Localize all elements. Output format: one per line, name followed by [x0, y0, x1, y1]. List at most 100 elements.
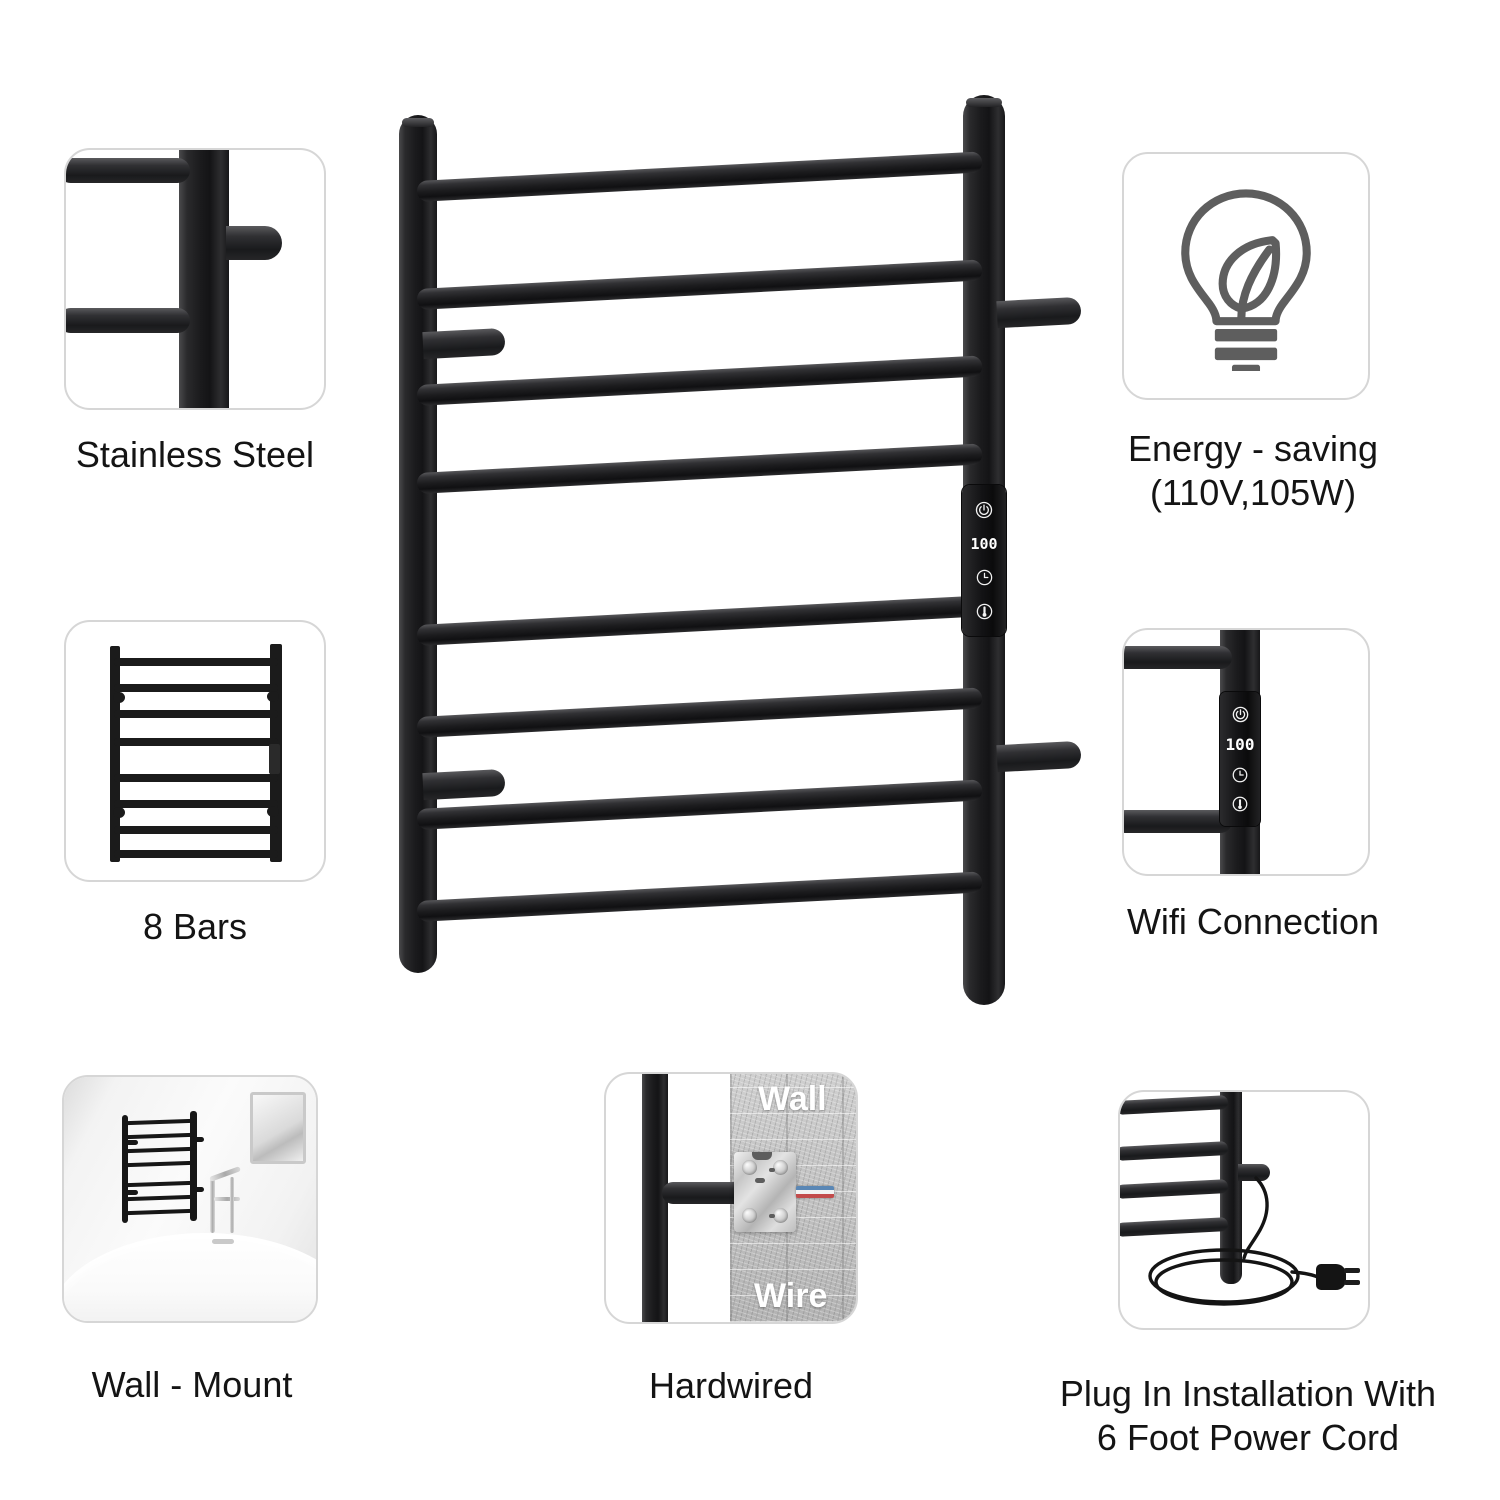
feature-hardwired: Wall Wire [604, 1072, 858, 1442]
feature-eight-bars: 8 Bars [64, 620, 326, 970]
mini-rung [114, 826, 278, 834]
closeup-rung [66, 308, 190, 333]
plug-prong [1344, 1280, 1360, 1285]
mini-bracket [113, 692, 125, 703]
power-cord-icon [1120, 1092, 1368, 1328]
mini-post [110, 646, 120, 862]
rung-bar [416, 443, 983, 494]
plug-head [1316, 1264, 1346, 1290]
feature-caption: Energy - saving (110V,105W) [1127, 428, 1379, 513]
control-panel[interactable]: 100 [1220, 692, 1260, 826]
rung-bar [416, 871, 983, 922]
feature-caption: Hardwired [648, 1365, 814, 1406]
mini-rung [114, 850, 278, 858]
feature-card [1122, 152, 1370, 400]
plate-slot [755, 1178, 765, 1183]
towel-rack-icon [66, 622, 324, 880]
feature-card: Wall Wire [604, 1072, 858, 1324]
feature-caption: 8 Bars [142, 906, 248, 947]
power-cord-cable [1148, 1176, 1322, 1306]
control-panel[interactable]: 100 [962, 485, 1006, 636]
feature-card: 100 [1122, 628, 1370, 876]
closeup-rung [66, 158, 190, 183]
wall-bracket [996, 740, 1082, 773]
closeup-post [179, 150, 229, 408]
clock-icon[interactable] [1231, 766, 1249, 784]
closeup-bracket [662, 1182, 738, 1204]
faucet-stand [210, 1179, 215, 1233]
feature-caption: Plug In Installation With 6 Foot Power C… [1059, 1373, 1437, 1458]
scene-rack-bracket [126, 1190, 138, 1195]
scene-rack-post [190, 1111, 197, 1221]
mini-rung [114, 684, 278, 692]
closeup-rung [1124, 810, 1232, 833]
temperature-display: 100 [970, 535, 998, 554]
mini-rung [114, 710, 278, 718]
feature-card [64, 148, 326, 410]
screw-hole [742, 1208, 757, 1223]
lightbulb-leaf-icon [1124, 154, 1368, 398]
wire-label: Wire [754, 1277, 828, 1315]
wall-label: Wall [758, 1080, 827, 1118]
faucet-hose [230, 1177, 234, 1233]
scene-rack-bracket [126, 1140, 138, 1145]
feature-caption: Wall - Mount [91, 1364, 293, 1405]
mini-bracket [267, 691, 279, 702]
closeup-post [1220, 1092, 1242, 1284]
feature-energy-saving: Energy - saving (110V,105W) [1122, 152, 1384, 532]
screw-hole [773, 1160, 788, 1175]
mounting-plate-icon: Wall Wire [606, 1074, 856, 1322]
temperature-icon[interactable] [1231, 795, 1249, 813]
wall-bracket [996, 296, 1082, 329]
wall-bracket [422, 768, 506, 801]
feature-caption: Stainless Steel [75, 434, 315, 475]
plate-slot [769, 1214, 775, 1218]
scene-rack-post [122, 1115, 128, 1223]
main-product-illustration: 100 [385, 85, 1082, 1025]
power-icon[interactable] [1231, 705, 1250, 724]
feature-wall-mount: Wall - Mount [62, 1075, 322, 1445]
tub-drain [212, 1239, 234, 1244]
plate-slot [769, 1168, 775, 1172]
power-icon[interactable] [974, 500, 994, 520]
mini-control-panel [269, 744, 280, 774]
mini-bracket [267, 806, 279, 817]
feature-card [1118, 1090, 1370, 1330]
electrical-wire [796, 1186, 834, 1198]
plate-notch [752, 1152, 772, 1160]
rung-bar [416, 595, 983, 646]
scene-rack-bracket [193, 1187, 204, 1192]
bathroom-scene-icon [64, 1077, 316, 1321]
temperature-display: 100 [1225, 735, 1255, 755]
mini-rung [114, 800, 278, 808]
mini-rung [114, 774, 278, 782]
clock-icon[interactable] [975, 568, 994, 587]
closeup-rung [1124, 646, 1232, 669]
rung-bar [416, 355, 983, 406]
rung-bar [416, 151, 983, 202]
rail-closeup-icon [66, 150, 324, 408]
plug-prong [1344, 1268, 1360, 1273]
closeup-bracket [226, 226, 282, 260]
feature-card [64, 620, 326, 882]
feature-caption: Wifi Connection [1126, 901, 1380, 942]
faucet-handle [214, 1197, 240, 1201]
screw-hole [773, 1208, 788, 1223]
rung-bar [416, 687, 983, 738]
feature-wifi-connection: 100 Wifi Connection [1122, 628, 1384, 978]
closeup-bracket [1238, 1164, 1270, 1181]
left-vertical-post [399, 115, 437, 973]
temperature-icon[interactable] [975, 602, 994, 621]
feature-stainless-steel: Stainless Steel [64, 148, 326, 498]
mirror [249, 1091, 306, 1164]
scene-rack-bracket [193, 1137, 204, 1142]
screw-hole [742, 1160, 757, 1175]
wall-bracket [422, 327, 506, 360]
control-panel-icon: 100 [1124, 630, 1368, 874]
feature-plug-in: Plug In Installation With 6 Foot Power C… [1060, 1090, 1436, 1470]
mini-bracket [113, 807, 125, 818]
mini-rung [114, 658, 278, 666]
feature-card [62, 1075, 318, 1323]
rung-bar [416, 259, 983, 310]
